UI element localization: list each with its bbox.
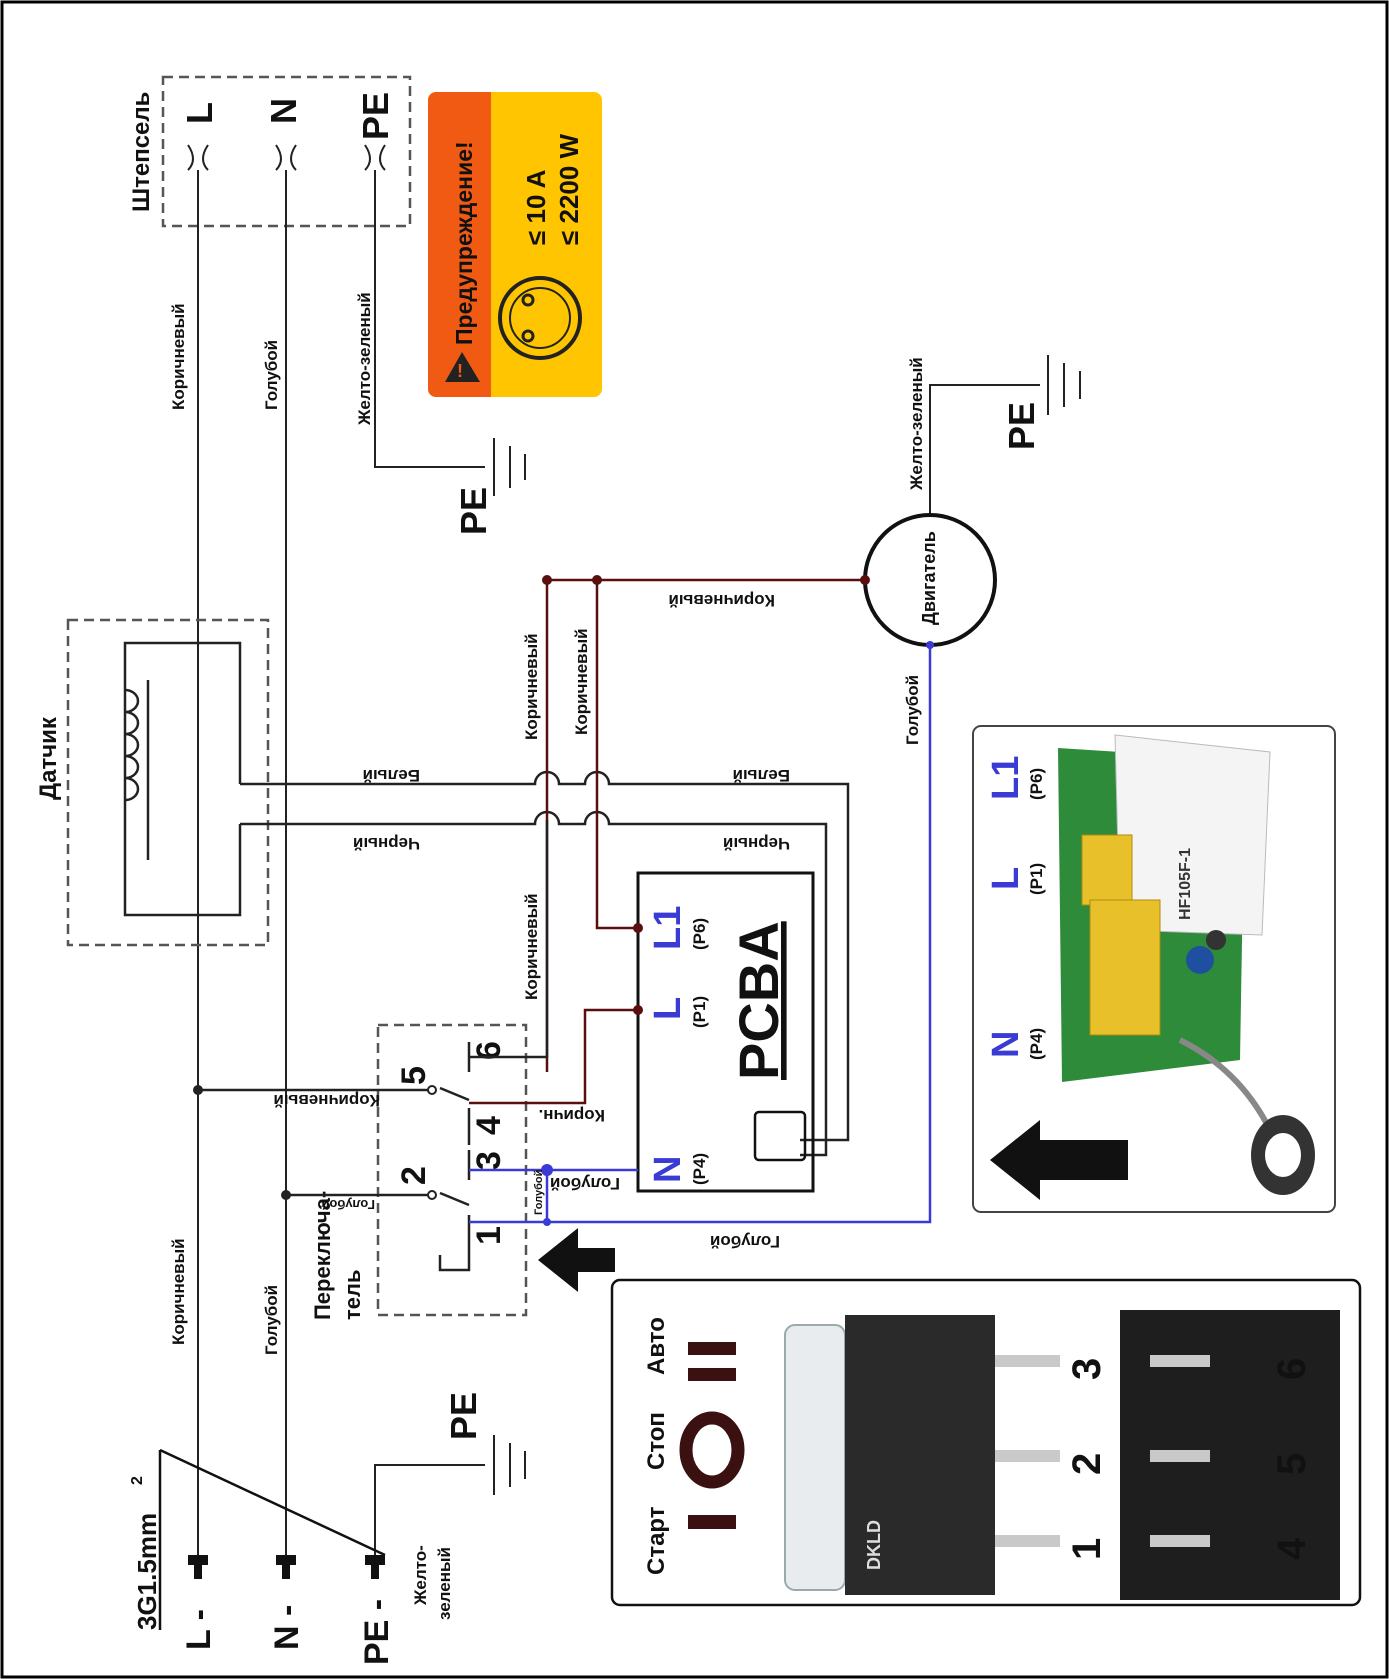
photo-pcb-code-l1: (P6) <box>1027 768 1046 800</box>
arrow-left-icon <box>538 1228 615 1292</box>
ground-label-cable: PE <box>443 1392 484 1440</box>
cable-end-l: L - <box>180 1609 218 1650</box>
wire-label-blue-bottom: Голубой <box>262 1285 281 1355</box>
cable: 3G1.5mm 2 L - N - PE - Желто- зеленый <box>129 1448 454 1665</box>
mode-stop: Стоп <box>643 1412 670 1470</box>
sensor: Датчик <box>35 618 270 947</box>
motor-title: Двигатель <box>919 531 939 625</box>
switch-terminal-4: 4 <box>470 1116 508 1135</box>
warning-label: ! Предупреждение! ≤ 10 A ≤ 2200 W <box>428 92 602 397</box>
photo-pcb-pin-l1: L1 <box>985 756 1027 800</box>
wire-label-white-1: Белый <box>363 766 420 785</box>
mode-symbol-stop-icon <box>679 1411 745 1489</box>
mode-symbol-auto-icon <box>688 1342 736 1381</box>
relay-text: HF105F-1 <box>1177 848 1194 920</box>
switch-terminal-2: 2 <box>395 1166 433 1185</box>
wire-label-yg-top: Желто-зеленый <box>355 292 374 426</box>
switch-title-line1: Переключа- <box>310 1191 335 1320</box>
warning-current: ≤ 10 A <box>521 169 551 245</box>
wire-label-brown-v3: Коричневый <box>522 893 541 1000</box>
ground-label-plug: PE <box>453 487 494 535</box>
wire-label-black-2: Черный <box>723 834 790 853</box>
wire-label-blue-pcba: Голубой <box>550 1174 620 1193</box>
mode-auto: Авто <box>643 1317 670 1375</box>
pcba-pin-l: L <box>647 997 689 1020</box>
wire-label-brown-v2: Коричневый <box>572 628 591 735</box>
photo-pcb-pin-n: N <box>985 1031 1027 1058</box>
ground-symbol-plug <box>493 438 526 496</box>
cable-spec-sup: 2 <box>129 1476 146 1485</box>
switch-terminal-5: 5 <box>395 1066 433 1085</box>
sensor-wires <box>240 770 850 1157</box>
wire-label-brown-bottom: Коричневый <box>169 1238 188 1345</box>
wire-label-brown-short: Коричн. <box>539 1106 605 1125</box>
ground-label-motor: PE <box>1001 402 1042 450</box>
plug-title: Штепсель <box>128 92 155 212</box>
pcba-code-n: (P4) <box>690 1153 709 1185</box>
photo-terminal-1: 1 <box>1065 1538 1109 1560</box>
cable-spec: 3G1.5mm <box>132 1513 162 1630</box>
wire-label-blue-top: Голубой <box>262 340 281 410</box>
plug: Штепсель L N PE <box>128 75 412 228</box>
photo-pcb-code-l: (P1) <box>1027 863 1046 895</box>
switch-terminal-1: 1 <box>470 1226 508 1245</box>
cable-end-n: N - <box>268 1605 306 1650</box>
wire-label-yg-motor: Желто-зеленый <box>907 357 926 491</box>
switch-terminal-3: 3 <box>470 1151 508 1170</box>
plug-pin-pe: PE <box>355 92 396 140</box>
photo-terminal-6: 6 <box>1270 1358 1314 1380</box>
pcba: PCBA L1 (P6) L (P1) N (P4) <box>636 871 815 1193</box>
cable-pe-color-1: Желто- <box>411 1545 430 1606</box>
sensor-title: Датчик <box>35 716 62 800</box>
wire-label-blue-motor: Голубой <box>903 675 922 745</box>
warning-title: Предупреждение! <box>451 141 477 345</box>
rocker-switch-image: DKLD <box>784 1310 1340 1600</box>
wire-label-blue-small: Голубой <box>533 1170 545 1215</box>
wire-label-white-2: Белый <box>733 766 790 785</box>
switch-title-line2: тель <box>340 1269 365 1320</box>
pcb-photo-panel: L1 (P6) L (P1) N (P4) HF105F-1 <box>972 725 1336 1213</box>
socket-icon <box>498 276 582 360</box>
pcba-code-l: (P1) <box>690 996 709 1028</box>
cable-end-pe: PE - <box>358 1599 396 1665</box>
plug-pin-l: L <box>179 102 220 124</box>
cable-pe-color-2: зеленый <box>435 1547 454 1620</box>
pcba-pin-n: N <box>647 1156 689 1183</box>
switch-photo-panel: Старт Стоп Авто DKLD 1 2 3 4 5 6 <box>610 1278 1362 1607</box>
ground-symbol-cable <box>374 1435 526 1555</box>
mode-start: Старт <box>643 1506 670 1575</box>
wire-label-black-1: Черный <box>353 834 420 853</box>
photo-terminal-2: 2 <box>1065 1453 1109 1475</box>
pcb-board-image: HF105F-1 <box>1058 734 1315 1195</box>
warning-triangle-icon <box>445 352 480 382</box>
svg-text:!: ! <box>457 361 463 381</box>
photo-pcb-pin-l: L <box>985 867 1027 890</box>
wire-label-brown-top: Коричневый <box>169 303 188 410</box>
plug-pin-n: N <box>263 98 304 124</box>
photo-terminal-4: 4 <box>1270 1537 1314 1560</box>
wire-label-brown-v1: Коричневый <box>522 633 541 740</box>
photo-pcb-arrow-icon <box>990 1120 1128 1200</box>
switch-terminal-6: 6 <box>470 1041 508 1060</box>
motor: Двигатель <box>863 513 997 647</box>
photo-pcb-code-n: (P4) <box>1027 1028 1046 1060</box>
wire-label-brown-switch: Коричневый <box>273 1091 380 1110</box>
pcba-pin-l1: L1 <box>647 906 689 950</box>
pcba-code-l1: (P6) <box>690 918 709 950</box>
pcba-title: PCBA <box>727 921 790 1080</box>
mode-symbol-start-icon <box>688 1515 736 1529</box>
switch: Переключа- тель 6 5 4 3 2 1 <box>310 1023 528 1320</box>
wire-label-brown-motor: Коричневый <box>668 591 775 610</box>
wire-label-blue-switch: Голубой <box>321 1197 375 1212</box>
warning-power: ≤ 2200 W <box>554 133 584 245</box>
mains-wires <box>197 170 485 1555</box>
switch-brand: DKLD <box>864 1520 884 1570</box>
photo-terminal-5: 5 <box>1270 1453 1314 1475</box>
photo-terminal-3: 3 <box>1065 1358 1109 1380</box>
wire-label-blue-motor-bottom: Голубой <box>710 1232 780 1251</box>
